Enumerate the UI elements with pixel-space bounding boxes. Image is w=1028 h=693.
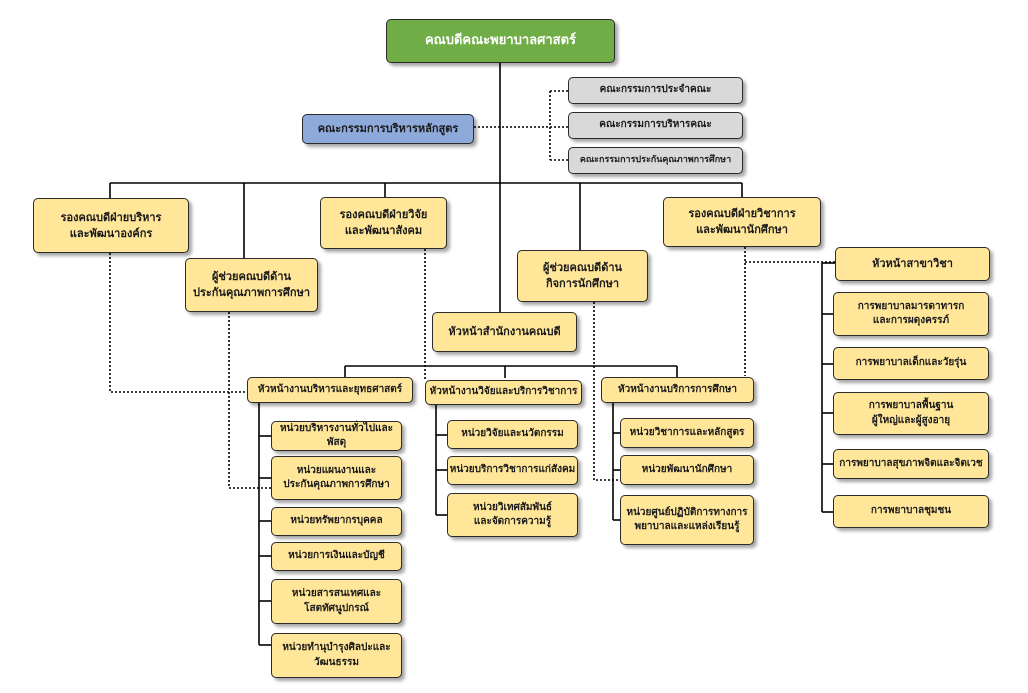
department-box: การพยาบาลมารดาทารก และการผดุงครรภ์	[833, 292, 989, 336]
quality-committee-box: คณะกรรมการประกันคุณภาพการศึกษา	[568, 147, 743, 174]
department-box: การพยาบาลชุมชน	[833, 495, 989, 528]
vice-dean-academic-box: รองคณบดีฝ่ายวิชาการ และพัฒนานักศึกษา	[663, 197, 821, 247]
academic-unit-box: หน่วยวิชาการและหลักสูตร	[620, 418, 754, 448]
assistant-dean-student-box: ผู้ช่วยคณบดีด้าน กิจการนักศึกษา	[517, 250, 648, 302]
admin-section-head-box: หัวหน้างานบริหารและยุทธศาสตร์	[247, 377, 413, 403]
department-box: การพยาบาลสุขภาพจิตและจิตเวช	[833, 449, 989, 479]
academic-unit-box: หน่วยพัฒนานักศึกษา	[620, 455, 754, 485]
admin-unit-box: หน่วยทำนุบำรุงศิลปะและ วัฒนธรรม	[271, 633, 402, 678]
office-head-box: หัวหน้าสำนักงานคณบดี	[432, 312, 577, 352]
admin-unit-box: หน่วยทรัพยากรบุคคล	[271, 507, 402, 536]
admin-unit-box: หน่วยสารสนเทศและ โสตทัศนูปกรณ์	[271, 579, 402, 624]
academic-unit-box: หน่วยศูนย์ปฏิบัติการทางการ พยาบาลและแหล่…	[620, 495, 754, 545]
academic-section-head-box: หัวหน้างานบริการการศึกษา	[601, 377, 754, 403]
research-unit-box: หน่วยบริการวิชาการแก่สังคม	[447, 456, 578, 485]
department-head-box: หัวหน้าสาขาวิชา	[835, 247, 990, 281]
research-section-head-box: หัวหน้างานวิจัยและบริการวิชาการ	[425, 380, 582, 405]
curriculum-committee-box: คณะกรรมการบริหารหลักสูตร	[302, 114, 474, 144]
assistant-dean-quality-box: ผู้ช่วยคณบดีด้าน ประกันคุณภาพการศึกษา	[185, 258, 318, 312]
department-box: การพยาบาลพื้นฐาน ผู้ใหญ่และผู้สูงอายุ	[833, 392, 989, 435]
faculty-admin-committee-box: คณะกรรมการบริหารคณะ	[568, 112, 743, 139]
research-unit-box: หน่วยวิจัยและนวัตกรรม	[447, 420, 578, 449]
admin-unit-box: หน่วยการเงินและบัญชี	[271, 542, 402, 571]
department-box: การพยาบาลเด็กและวัยรุ่น	[833, 347, 989, 380]
dean-box: คณบดีคณะพยาบาลศาสตร์	[386, 19, 615, 63]
vice-dean-research-box: รองคณบดีฝ่ายวิจัย และพัฒนาสังคม	[320, 197, 447, 249]
admin-unit-box: หน่วยบริหารงานทั่วไปและพัสดุ	[271, 421, 402, 451]
research-unit-box: หน่วยวิเทศสัมพันธ์ และจัดการความรู้	[447, 493, 578, 537]
vice-dean-admin-box: รองคณบดีฝ่ายบริหาร และพัฒนาองค์กร	[33, 198, 189, 253]
faculty-board-committee-box: คณะกรรมการประจำคณะ	[568, 77, 743, 104]
admin-unit-box: หน่วยแผนงานและ ประกันคุณภาพการศึกษา	[271, 456, 402, 500]
